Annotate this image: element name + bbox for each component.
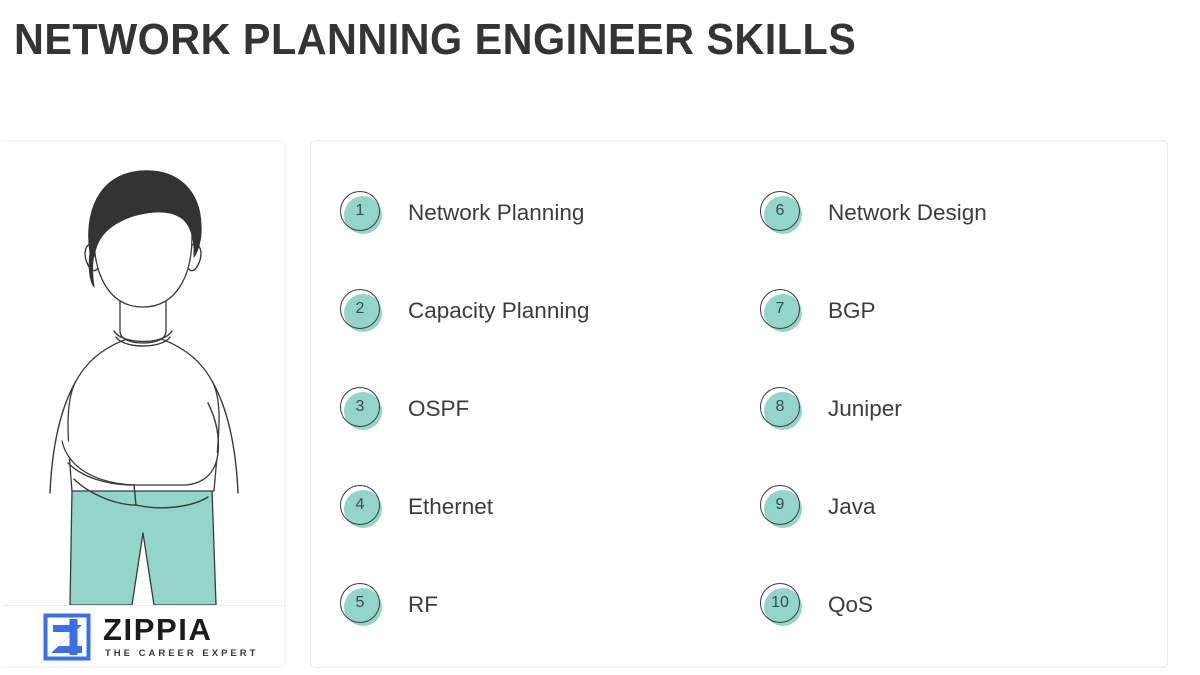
skill-label: Network Design: [828, 200, 987, 225]
rank-number: 6: [775, 202, 785, 219]
badge-ring: [340, 289, 380, 329]
rank-badge: 5: [339, 582, 385, 628]
skill-label: RF: [408, 592, 438, 617]
illustration-panel: [2, 140, 285, 668]
zippia-z-mark-icon: [43, 613, 91, 661]
rank-number: 1: [355, 202, 365, 219]
rank-number: 4: [355, 496, 365, 513]
skill-item[interactable]: 8 Juniper: [759, 385, 902, 433]
rank-badge: 3: [339, 386, 385, 432]
badge-ring: [760, 583, 800, 623]
rank-badge: 1: [339, 190, 385, 236]
zippia-logo[interactable]: ZIPPIA THE CAREER EXPERT: [42, 612, 258, 662]
skill-label: Juniper: [828, 396, 902, 421]
skill-item[interactable]: 7 BGP: [759, 287, 876, 335]
badge-ring: [760, 485, 800, 525]
rank-number: 9: [775, 496, 785, 513]
skill-label: Capacity Planning: [408, 298, 590, 323]
skill-label: QoS: [828, 592, 874, 617]
rank-number: 8: [775, 398, 785, 415]
badge-ring: [760, 191, 800, 231]
rank-badge: 10: [759, 582, 805, 628]
skills-columns: 1 Network Planning 2 Capacity Planning 3: [311, 141, 1167, 667]
skill-label: BGP: [828, 298, 876, 323]
zippia-wordmark: ZIPPIA: [103, 612, 213, 647]
skill-label: Java: [828, 494, 876, 519]
skill-item[interactable]: 2 Capacity Planning: [339, 287, 589, 335]
skill-item[interactable]: 4 Ethernet: [339, 483, 493, 531]
rank-number: 3: [355, 398, 365, 415]
rank-badge: 7: [759, 288, 805, 334]
skill-item[interactable]: 1 Network Planning: [339, 189, 584, 237]
skills-column-right: 6 Network Design 7 BGP 8 Juniper: [739, 141, 1167, 667]
rank-badge: 4: [339, 484, 385, 530]
panel-divider: [2, 605, 284, 606]
rank-badge: 6: [759, 190, 805, 236]
skill-item[interactable]: 6 Network Design: [759, 189, 987, 237]
rank-number: 2: [355, 300, 365, 317]
badge-ring: [760, 387, 800, 427]
badge-ring: [340, 583, 380, 623]
person-illustration: [2, 141, 284, 605]
rank-badge: 8: [759, 386, 805, 432]
skill-item[interactable]: 5 RF: [339, 581, 438, 629]
rank-badge: 2: [339, 288, 385, 334]
skill-item[interactable]: 10 QoS: [759, 581, 873, 629]
skill-item[interactable]: 9 Java: [759, 483, 876, 531]
rank-number: 7: [775, 300, 785, 317]
zippia-logo-text: ZIPPIA THE CAREER EXPERT: [103, 614, 258, 660]
badge-ring: [340, 485, 380, 525]
rank-badge: 9: [759, 484, 805, 530]
zippia-tagline: THE CAREER EXPERT: [105, 648, 259, 659]
skills-column-left: 1 Network Planning 2 Capacity Planning 3: [311, 141, 739, 667]
badge-ring: [760, 289, 800, 329]
skill-label: Network Planning: [408, 200, 585, 225]
badge-ring: [340, 387, 380, 427]
skill-label: Ethernet: [408, 494, 494, 519]
rank-number: 10: [771, 594, 789, 611]
badge-ring: [340, 191, 380, 231]
skill-label: OSPF: [408, 396, 470, 421]
skills-card: 1 Network Planning 2 Capacity Planning 3: [310, 140, 1168, 668]
page-title: NETWORK PLANNING ENGINEER SKILLS: [14, 15, 857, 64]
rank-number: 5: [355, 594, 365, 611]
skill-item[interactable]: 3 OSPF: [339, 385, 469, 433]
